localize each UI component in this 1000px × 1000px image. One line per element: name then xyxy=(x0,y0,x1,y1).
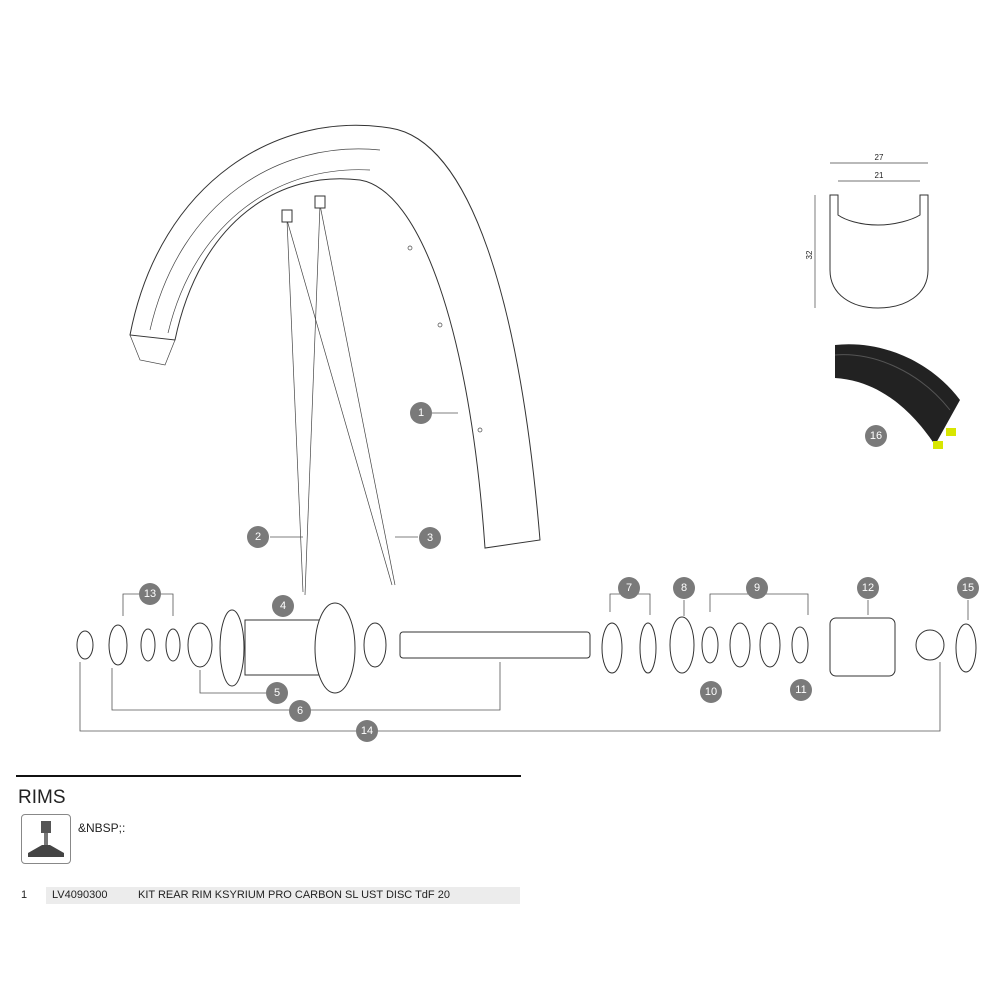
svg-text:8: 8 xyxy=(681,582,687,594)
callout-15: 15 xyxy=(957,577,979,599)
callout-9: 9 xyxy=(746,577,768,599)
svg-text:15: 15 xyxy=(962,582,974,594)
tubeless-valve-icon xyxy=(21,814,71,864)
callout-7: 7 xyxy=(618,577,640,599)
callout-14: 14 xyxy=(356,720,378,742)
rim-profile-drawing: 27 21 32 xyxy=(805,153,929,309)
callout-5: 5 xyxy=(266,682,288,704)
table-row[interactable]: 1 LV4090300 KIT REAR RIM KSYRIUM PRO CAR… xyxy=(16,887,520,904)
valve-highlight xyxy=(946,428,956,436)
part-description: KIT REAR RIM KSYRIUM PRO CARBON SL UST D… xyxy=(138,887,520,904)
svg-text:13: 13 xyxy=(144,588,156,600)
rim-inner-width: 21 xyxy=(875,171,884,180)
callout-6: 6 xyxy=(289,700,311,722)
valve-icon-graphic xyxy=(28,821,64,857)
section-title: RIMS xyxy=(18,787,66,808)
callout-1: 1 xyxy=(410,402,432,424)
rim-drawing xyxy=(129,124,541,549)
svg-text:3: 3 xyxy=(427,532,433,544)
callout-8: 8 xyxy=(673,577,695,599)
callout-3: 3 xyxy=(419,527,441,549)
rim-outer-width: 27 xyxy=(875,153,884,162)
svg-text:1: 1 xyxy=(418,407,424,419)
svg-text:2: 2 xyxy=(255,531,261,543)
callout-4: 4 xyxy=(272,595,294,617)
part-index: 1 xyxy=(16,887,43,904)
svg-text:10: 10 xyxy=(705,686,717,698)
svg-text:4: 4 xyxy=(280,600,286,612)
part-reference: LV4090300 xyxy=(46,887,140,904)
valve-label: &NBSP;: xyxy=(78,821,126,835)
svg-text:9: 9 xyxy=(754,582,760,594)
callout-12: 12 xyxy=(857,577,879,599)
callout-2: 2 xyxy=(247,526,269,548)
callout-16: 16 xyxy=(865,425,887,447)
hub-drawing xyxy=(76,602,977,694)
svg-text:5: 5 xyxy=(274,687,280,699)
rim-height: 32 xyxy=(805,250,814,259)
svg-text:7: 7 xyxy=(626,582,632,594)
callout-13: 13 xyxy=(139,583,161,605)
svg-text:16: 16 xyxy=(870,430,882,442)
svg-text:11: 11 xyxy=(795,684,806,696)
callout-11: 11 xyxy=(790,679,812,701)
tyre-drawing xyxy=(834,344,960,449)
svg-text:6: 6 xyxy=(297,705,303,717)
callout-10: 10 xyxy=(700,681,722,703)
svg-text:14: 14 xyxy=(361,725,373,737)
spokes-drawing xyxy=(281,195,396,596)
section-divider xyxy=(16,775,521,777)
svg-text:12: 12 xyxy=(862,582,874,594)
